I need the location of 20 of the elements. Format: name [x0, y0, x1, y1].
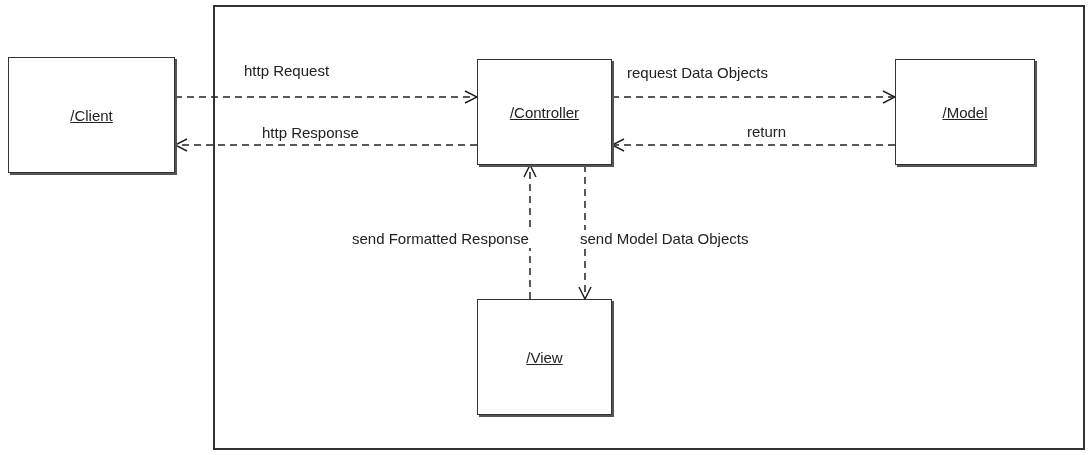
dashed-arrow	[174, 90, 478, 104]
edge-label: http Response	[260, 124, 361, 142]
class-box	[8, 57, 175, 173]
class-name: /Model	[942, 103, 988, 121]
class-box	[477, 299, 612, 415]
dashed-arrow	[578, 164, 592, 300]
dashed-arrow	[174, 138, 478, 152]
dashed-arrow	[611, 138, 896, 152]
class-name: /View	[526, 348, 563, 366]
dashed-arrow	[611, 90, 896, 104]
frame-box	[213, 5, 1085, 450]
class-box	[895, 59, 1035, 165]
edge-label: send Model Data Objects	[578, 230, 751, 248]
class-name: /Client	[70, 106, 113, 124]
dashed-arrow	[523, 164, 537, 300]
class-box	[477, 59, 612, 165]
edge-label: http Request	[242, 62, 332, 80]
edge-label: request Data Objects	[625, 64, 770, 82]
class-name: /Controller	[509, 103, 580, 121]
edge-label: send Formatted Response	[350, 230, 531, 248]
